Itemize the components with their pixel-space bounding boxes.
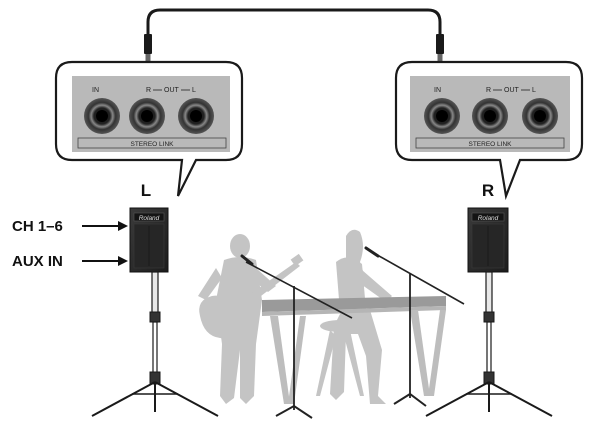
jack-in-icon (424, 98, 460, 134)
jack-out-label: OUT (504, 87, 520, 94)
keyboardist-figure (330, 229, 392, 404)
jack-out-label: OUT (164, 87, 180, 94)
right-plug-icon (436, 34, 444, 54)
microphone-icon (364, 246, 380, 258)
aux-input-label: AUX IN (12, 253, 63, 270)
stereo-link-label: STEREO LINK (131, 141, 175, 148)
right-speaker-brand: Roland (478, 215, 499, 222)
right-speaker-stand (425, 271, 553, 417)
mic-stand-left (240, 254, 353, 419)
left-speaker: Roland (129, 207, 169, 273)
mic-stand-right (364, 246, 465, 407)
left-plug-icon (144, 34, 152, 54)
jack-in-label: IN (434, 87, 441, 94)
left-jack-callout: IN R OUT L STEREO LINK (54, 60, 244, 197)
jack-out-r-label: R (146, 87, 151, 94)
jack-out-r-icon (472, 98, 508, 134)
jack-out-r-label: R (486, 87, 491, 94)
right-jack-callout: IN R OUT L STEREO LINK (394, 60, 584, 201)
left-speaker-stand (91, 271, 219, 417)
jack-out-r-icon (129, 98, 165, 134)
right-side-label: R (482, 181, 494, 200)
right-speaker: Roland (467, 207, 509, 273)
microphone-icon (240, 254, 254, 266)
left-side-label: L (141, 181, 151, 200)
ch-input-label: CH 1–6 (12, 218, 63, 235)
guitar-icon (199, 253, 304, 339)
aux-arrow-icon (82, 256, 128, 266)
jack-out-l-label: L (532, 87, 536, 94)
stereo-link-label: STEREO LINK (469, 141, 513, 148)
stool-icon (316, 320, 364, 396)
jack-in-icon (84, 98, 120, 134)
performers-silhouette (198, 229, 392, 404)
ch-arrow-icon (82, 221, 128, 231)
keyboard-icon (262, 296, 446, 404)
jack-out-l-icon (178, 98, 214, 134)
left-speaker-brand: Roland (139, 215, 160, 222)
jack-out-l-label: L (192, 87, 196, 94)
jack-in-label: IN (92, 87, 99, 94)
jack-out-l-icon (522, 98, 558, 134)
